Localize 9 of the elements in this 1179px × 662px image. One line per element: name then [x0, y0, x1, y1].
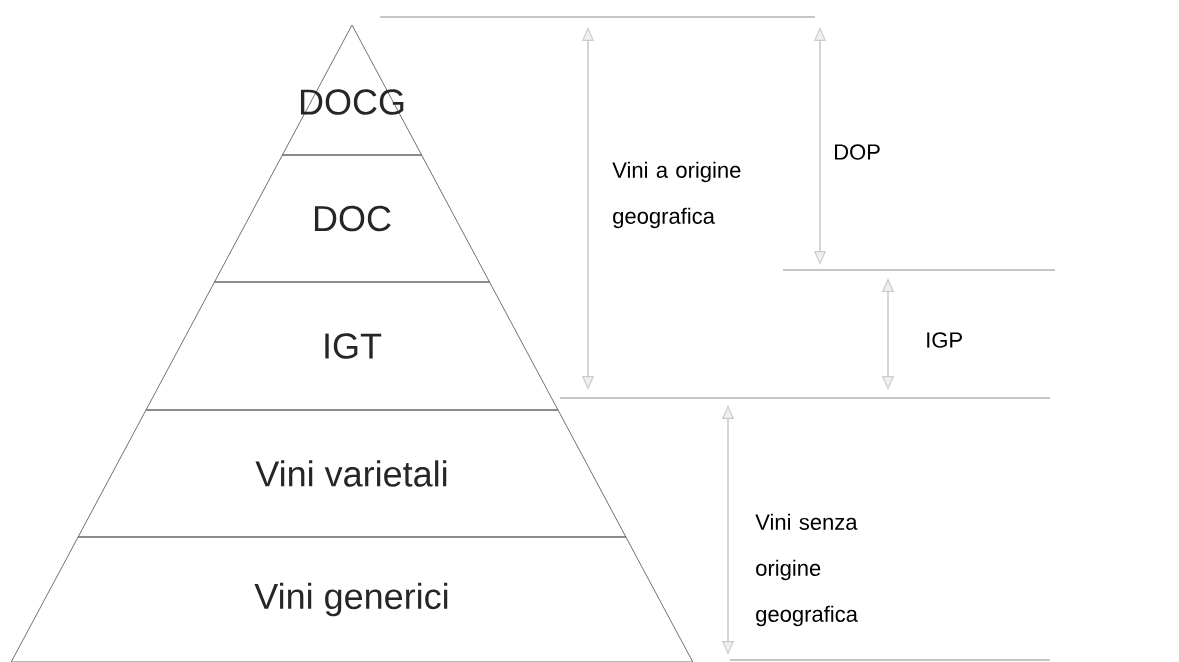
- pyramid-tier: Vini generici: [10, 536, 694, 662]
- pyramid-tier: IGT: [145, 281, 559, 411]
- dimension-label: DOP: [835, 144, 880, 160]
- dimension-label: IGP: [927, 332, 962, 348]
- dimension-label: Vini senza origine geografica: [755, 513, 858, 627]
- pyramid-tier: DOC: [214, 154, 490, 283]
- dimension-label: Vini a origine geografica: [612, 161, 741, 229]
- pyramid-tier: DOCG: [282, 24, 422, 156]
- pyramid-tier: Vini varietali: [77, 409, 627, 538]
